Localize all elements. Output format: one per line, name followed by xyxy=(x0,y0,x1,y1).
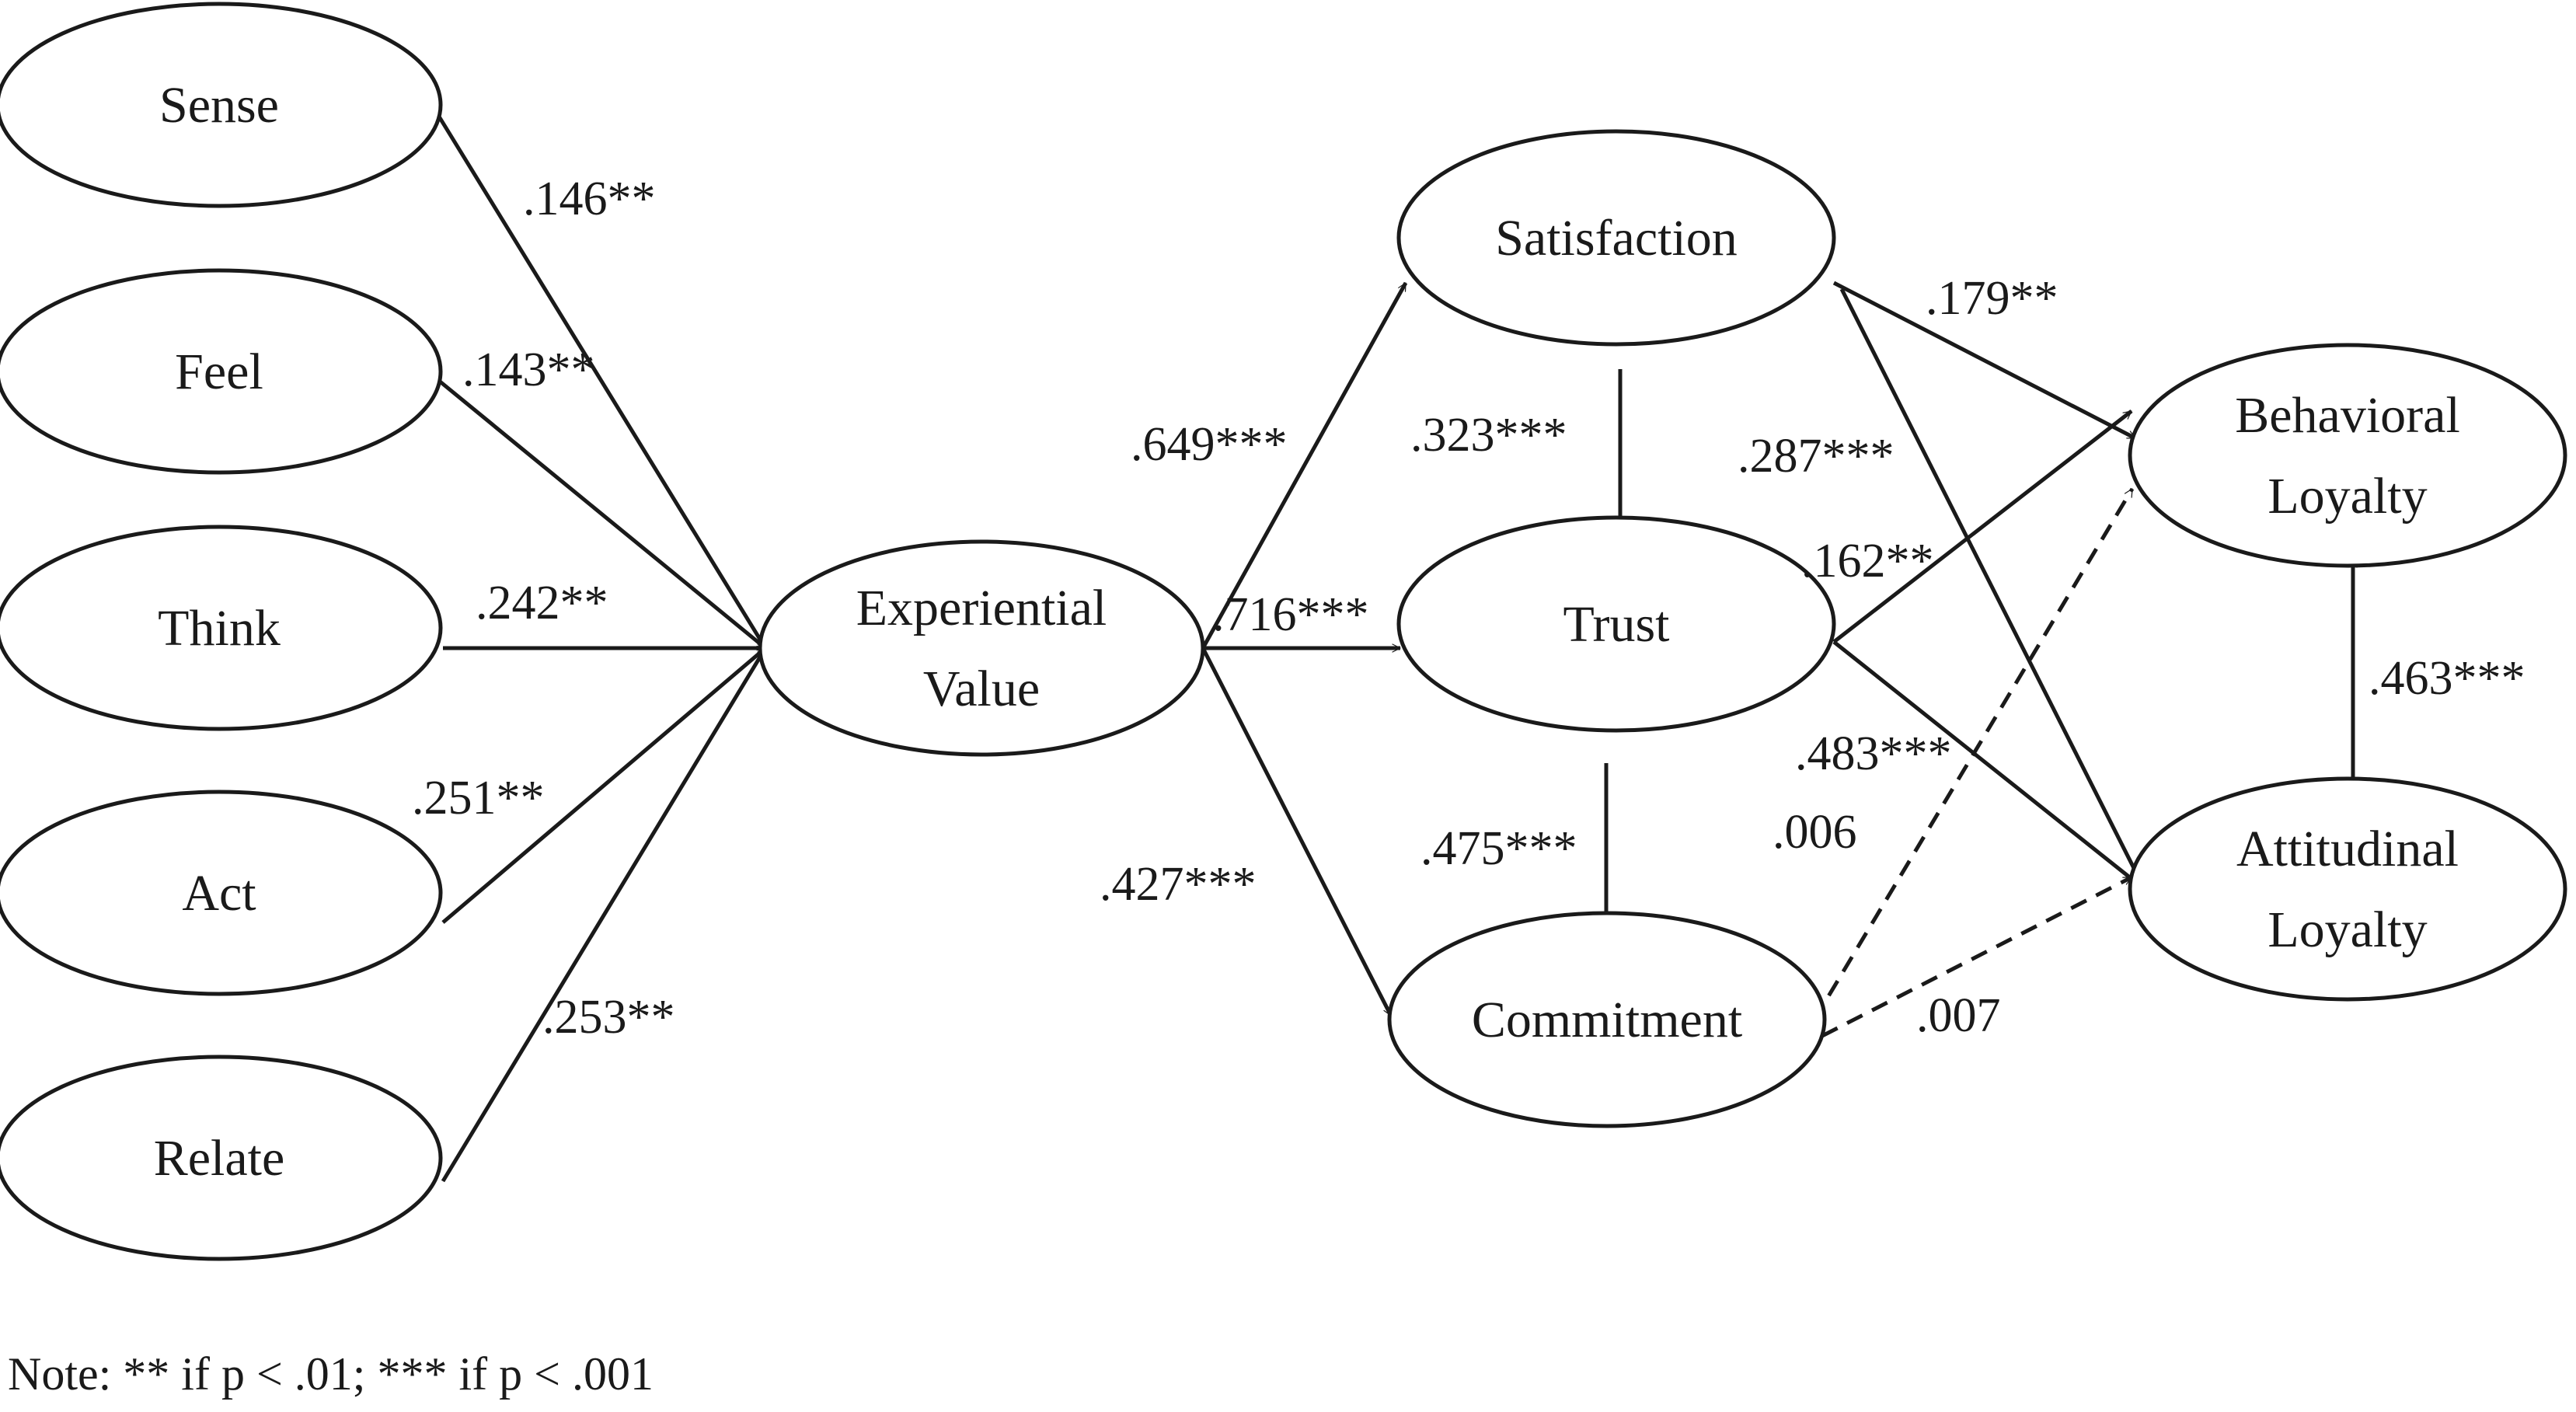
path-arrow-experiential-to-satisfaction xyxy=(1201,281,1408,650)
construct-label-relate: Relate xyxy=(154,1130,285,1187)
construct-label-attitudinal: Loyalty xyxy=(2268,901,2427,958)
coefficient-label-experiential-to-commitment: .427*** xyxy=(1100,858,1257,911)
path-arrow-commitment-to-behavioral xyxy=(1812,487,2135,1021)
construct-node-feel: Feel xyxy=(0,268,443,475)
construct-label-commitment: Commitment xyxy=(1472,992,1742,1048)
construct-ellipse-sense xyxy=(0,2,443,208)
path-arrow-commitment-to-attitudinal xyxy=(1821,875,2133,1038)
coefficient-label-attitudinal-to-behavioral: .463*** xyxy=(2369,652,2525,705)
edges-layer xyxy=(437,115,2358,1183)
construct-node-satisfaction: Satisfaction xyxy=(1396,129,1836,347)
significance-note: Note: ** if p < .01; *** if p < .001 xyxy=(8,1348,654,1400)
construct-ellipse-experiential xyxy=(758,539,1205,757)
coefficient-label-satisfaction-to-behavioral: .179** xyxy=(1926,272,2058,325)
coefficient-label-experiential-to-trust: .716*** xyxy=(1212,588,1369,641)
construct-ellipse-relate xyxy=(0,1055,443,1261)
coefficient-label-satisfaction-to-trust: .323*** xyxy=(1410,409,1567,462)
coefficient-label-feel-to-experiential: .143** xyxy=(462,343,595,396)
coefficient-label-commitment-to-behavioral: .006 xyxy=(1773,806,1857,859)
coefficient-label-commitment-to-attitudinal: .007 xyxy=(1916,989,2001,1042)
path-arrow-feel-to-experiential xyxy=(437,379,767,650)
path-arrow-relate-to-experiential xyxy=(441,647,768,1183)
construct-ellipse-trust xyxy=(1396,515,1836,733)
coefficient-label-sense-to-experiential: .146** xyxy=(523,173,656,225)
edge-labels-layer: .146** .143** .242** .251** .253** .649*** .71… xyxy=(412,173,2525,1044)
construct-ellipse-commitment xyxy=(1387,911,1827,1128)
construct-label-sense: Sense xyxy=(159,77,279,134)
path-arrow-sense-to-experiential xyxy=(437,115,768,650)
coefficient-label-think-to-experiential: .242** xyxy=(476,577,608,629)
construct-label-feel: Feel xyxy=(175,343,263,400)
construct-node-commitment: Commitment xyxy=(1387,911,1827,1128)
construct-node-act: Act xyxy=(0,790,443,996)
coefficient-label-satisfaction-to-attitudinal: .287*** xyxy=(1738,430,1895,483)
construct-label-experiential: Experiential xyxy=(856,580,1107,636)
construct-label-think: Think xyxy=(158,600,281,657)
path-arrow-trust-to-behavioral xyxy=(1832,410,2133,643)
coefficient-label-experiential-to-satisfaction: .649*** xyxy=(1131,418,1288,471)
construct-ellipse-feel xyxy=(0,268,443,475)
coefficient-label-trust-to-commitment: .475*** xyxy=(1420,822,1577,875)
construct-node-think: Think xyxy=(0,525,443,731)
construct-ellipse-act xyxy=(0,790,443,996)
construct-ellipse-think xyxy=(0,525,443,731)
coefficient-label-trust-to-behavioral: .162** xyxy=(1801,535,1934,587)
coefficient-label-relate-to-experiential: .253** xyxy=(542,991,675,1044)
construct-node-sense: Sense xyxy=(0,2,443,208)
construct-label-behavioral: Loyalty xyxy=(2268,468,2427,525)
construct-ellipse-satisfaction xyxy=(1396,129,1836,347)
construct-ellipse-attitudinal xyxy=(2128,776,2567,1002)
construct-label-satisfaction: Satisfaction xyxy=(1495,210,1738,267)
construct-node-trust: Trust xyxy=(1396,515,1836,733)
path-arrow-satisfaction-to-behavioral xyxy=(1832,281,2137,441)
construct-label-experiential: Value xyxy=(923,661,1040,717)
path-arrow-act-to-experiential xyxy=(441,647,767,924)
construct-label-behavioral: Behavioral xyxy=(2235,387,2460,444)
coefficient-label-trust-to-attitudinal: .483*** xyxy=(1795,727,1952,780)
path-arrow-trust-to-attitudinal xyxy=(1832,640,2140,886)
construct-ellipse-behavioral xyxy=(2128,343,2567,568)
path-arrow-experiential-to-commitment xyxy=(1201,647,1393,1017)
construct-label-trust: Trust xyxy=(1563,596,1670,653)
coefficient-label-act-to-experiential: .251** xyxy=(412,772,545,825)
path-arrow-satisfaction-to-attitudinal xyxy=(1839,288,2142,882)
construct-node-relate: Relate xyxy=(0,1055,443,1261)
construct-label-act: Act xyxy=(182,865,256,922)
construct-label-attitudinal: Attitudinal xyxy=(2236,821,2459,877)
